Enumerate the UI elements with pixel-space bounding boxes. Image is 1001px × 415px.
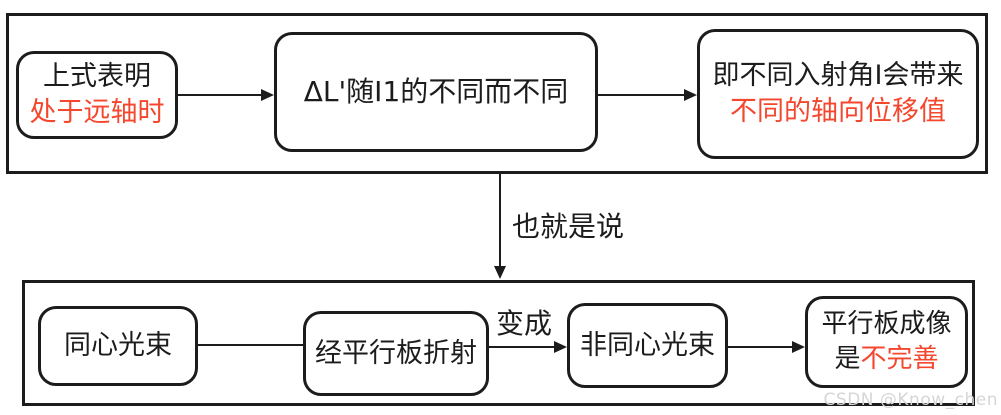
node-premise-line2: 处于远轴时 [29,97,165,128]
node-delta-l-line1: ΔL'随I1的不同而不同 [303,75,569,109]
node-nonconcentric-beam: 非同心光束 [567,303,728,388]
arrow-top1-line [178,94,262,96]
node-imaging-line1: 平行板成像 [821,309,952,340]
node-refraction-label: 经平行板折射 [315,337,477,369]
arrow-top2-line [598,94,684,96]
node-imaging-line2: 是不完善 [834,342,938,377]
node-conclusion: 即不同入射角I会带来 不同的轴向位移值 [697,29,979,159]
arrow-middle-line [499,174,501,267]
arrow-bottom2-label: 变成 [496,307,553,340]
watermark: CSDN @Know_chen [823,390,998,410]
arrow-middle-head-icon [494,266,506,279]
node-concentric-beam-label: 同心光束 [64,330,172,362]
node-imaging-line2-black: 是 [834,344,861,374]
node-premise: 上式表明 处于远轴时 [16,51,178,139]
arrow-bottom2-head-icon [554,341,567,353]
arrow-bottom2-line [489,346,554,348]
node-imaging-line2-red: 不完善 [860,344,939,374]
arrow-bottom3-line [728,346,792,348]
node-conclusion-line2: 不同的轴向位移值 [730,96,946,127]
node-conclusion-line1: 即不同入射角I会带来 [712,60,964,92]
arrow-bottom3-head-icon [792,341,805,353]
node-premise-line1: 上式表明 [43,61,151,93]
connector-bottom1-line [198,344,303,346]
arrow-top2-head-icon [684,89,697,101]
node-refraction: 经平行板折射 [303,311,489,396]
connector-label: 也就是说 [512,210,625,243]
node-delta-l: ΔL'随I1的不同而不同 [274,32,598,152]
node-nonconcentric-beam-label: 非同心光束 [580,329,715,361]
node-concentric-beam: 同心光束 [38,306,198,386]
arrow-top1-head-icon [261,89,274,101]
node-imaging-imperfect: 平行板成像 是不完善 [805,296,968,388]
